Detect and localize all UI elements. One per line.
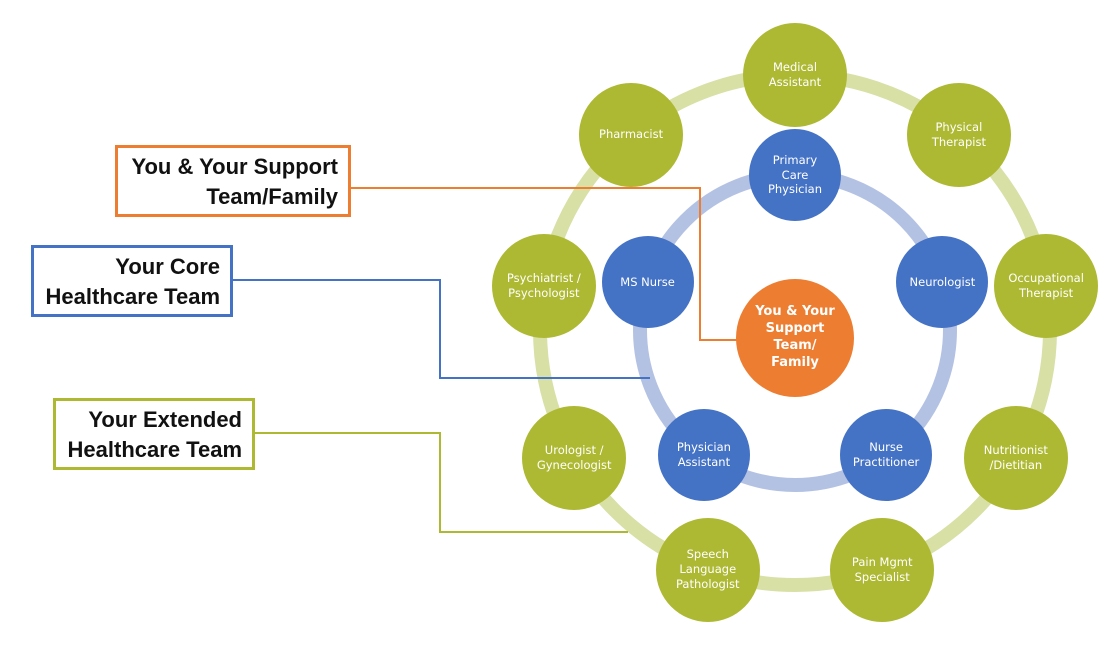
extended-node-urologist-gynecologist: Urologist / Gynecologist xyxy=(522,405,627,510)
core-node-physician-assistant: Physician Assistant xyxy=(657,409,750,502)
extended-node-psychiatrist-psychologist: Psychiatrist / Psychologist xyxy=(491,233,596,338)
extended-node-speech-language-pathologist: Speech Language Pathologist xyxy=(655,517,760,622)
extended-node-nutritionist-dietitian: Nutritionist /Dietitian xyxy=(963,405,1068,510)
extended-node-pharmacist: Pharmacist xyxy=(579,82,684,187)
center-node-you-and-support: You & Your Support Team/ Family xyxy=(736,279,854,397)
extended-leader-line xyxy=(255,432,628,533)
extended-node-pain-mgmt-specialist: Pain Mgmt Specialist xyxy=(830,517,935,622)
support-leader-line xyxy=(351,187,738,341)
legend-support-team: You & Your Support Team/Family xyxy=(115,145,351,217)
extended-node-occupational-therapist: Occupational Therapist xyxy=(994,233,1099,338)
extended-node-medical-assistant: Medical Assistant xyxy=(743,23,847,127)
legend-extended-team: Your Extended Healthcare Team xyxy=(53,398,255,470)
core-node-nurse-practitioner: Nurse Practitioner xyxy=(840,409,933,502)
core-leader-line xyxy=(233,279,650,379)
extended-node-physical-therapist: Physical Therapist xyxy=(906,82,1011,187)
core-node-neurologist: Neurologist xyxy=(896,236,989,329)
core-node-primary-care-physician: Primary Care Physician xyxy=(749,129,841,221)
legend-core-team: Your Core Healthcare Team xyxy=(31,245,233,317)
core-node-ms-nurse: MS Nurse xyxy=(601,236,694,329)
